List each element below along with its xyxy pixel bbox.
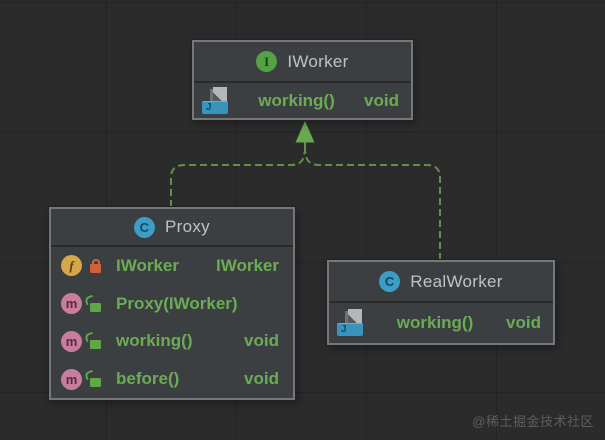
method-icon: m (61, 293, 82, 315)
realization-edge-proxy (170, 151, 306, 207)
member-row-before[interactable]: m before() void (51, 360, 293, 398)
watermark: @稀土掘金技术社区 (472, 414, 594, 429)
member-name: before() (116, 369, 180, 389)
java-tag-icon: J (337, 323, 363, 336)
class-node-iworker[interactable]: I IWorker J working() void (192, 40, 413, 120)
interface-icon: I (256, 51, 278, 72)
member-name: Proxy(IWorker) (116, 293, 238, 313)
field-icon: f (61, 255, 82, 277)
public-lock-icon (90, 378, 101, 388)
member-type: IWorker (216, 255, 279, 275)
java-tag-icon: J (202, 100, 228, 114)
class-icon: C (379, 271, 401, 292)
member-row-field-iworker[interactable]: f IWorker IWorker (51, 247, 293, 285)
member-name: working() (116, 331, 193, 351)
member-row-working[interactable]: J working() void (329, 303, 553, 343)
member-row-working[interactable]: m working() void (51, 323, 293, 361)
member-name: IWorker (116, 255, 179, 275)
realization-edge-realworker (304, 151, 441, 260)
node-title: Proxy (165, 217, 210, 236)
node-header-proxy: C Proxy (51, 209, 293, 247)
public-lock-icon (90, 340, 101, 350)
member-type: void (244, 331, 279, 351)
java-method-group-icon: J (202, 86, 229, 115)
java-doc-icon (213, 86, 227, 101)
class-icon: C (134, 216, 156, 238)
method-icon: m (61, 330, 82, 352)
class-node-realworker[interactable]: C RealWorker J working() void (327, 260, 555, 345)
member-type: void (244, 369, 279, 389)
node-title: IWorker (287, 51, 349, 71)
member-name: working() (396, 313, 474, 332)
method-icon: m (61, 368, 82, 390)
member-row-constructor[interactable]: m Proxy(IWorker) (51, 285, 293, 323)
java-doc-icon (348, 309, 362, 323)
member-row-working[interactable]: J working() void (194, 83, 411, 118)
public-lock-icon (90, 302, 101, 312)
private-lock-icon (90, 259, 101, 274)
member-type: void (506, 313, 541, 332)
member-name: working() (258, 90, 335, 110)
node-header-iworker: I IWorker (194, 42, 411, 83)
java-method-group-icon: J (337, 309, 364, 337)
member-type: void (364, 90, 399, 110)
class-node-proxy[interactable]: C Proxy f IWorker IWorker m Proxy(IWorke… (49, 207, 295, 400)
node-title: RealWorker (410, 271, 503, 291)
inheritance-arrowhead-icon (295, 121, 315, 143)
node-header-realworker: C RealWorker (329, 262, 553, 303)
